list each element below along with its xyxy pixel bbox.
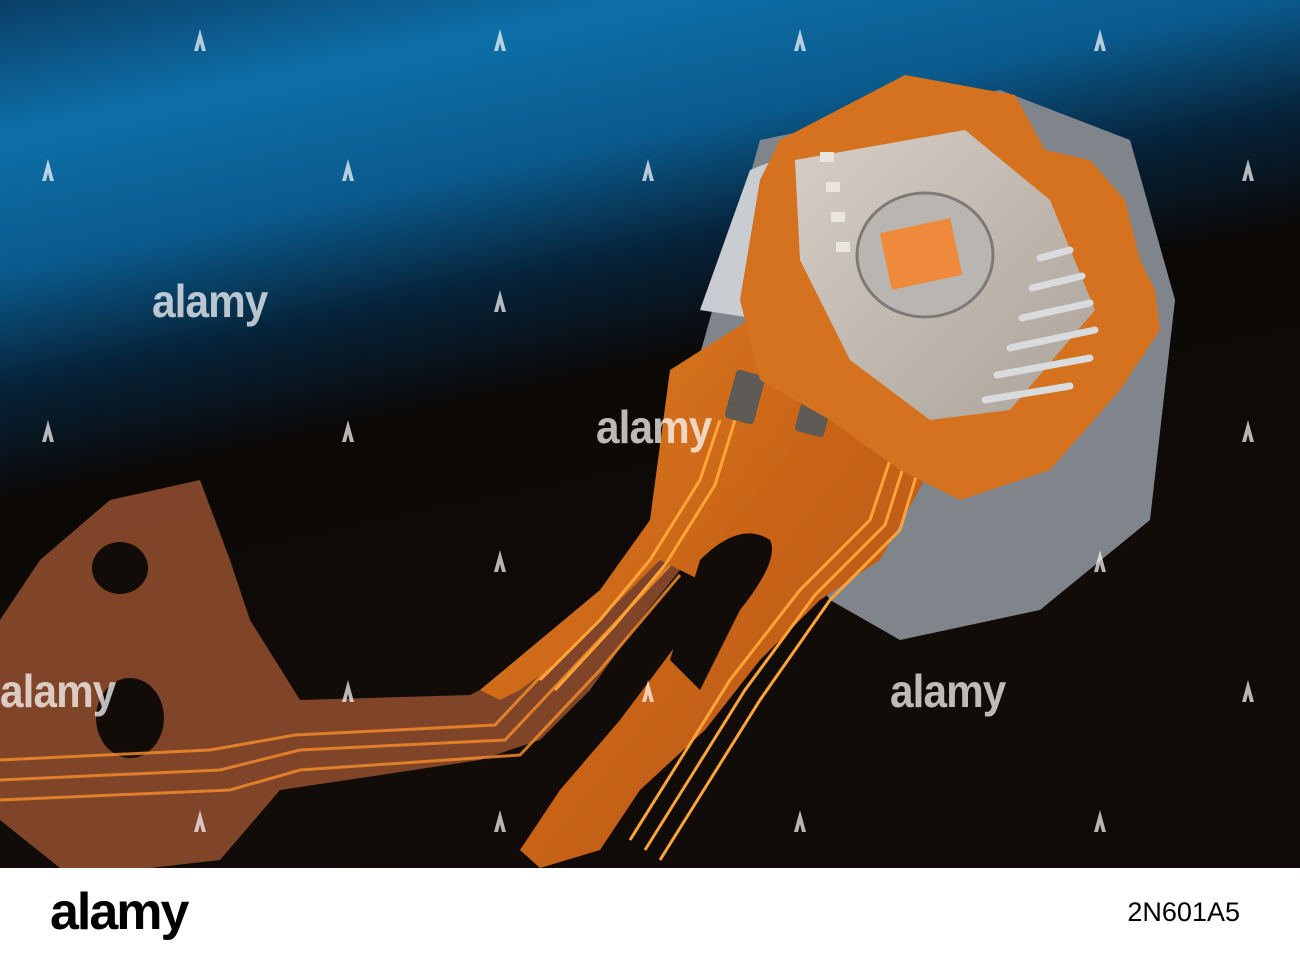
flex-slot — [670, 533, 772, 690]
watermark-mark-icon — [1242, 420, 1254, 442]
flex-hole-upper — [92, 542, 148, 594]
watermark-mark-icon — [1242, 680, 1254, 702]
brand-logo: alamy — [50, 883, 189, 941]
flex-traces-main — [538, 358, 932, 861]
watermark-mark-icon — [342, 420, 354, 442]
watermark-mark-icon — [494, 29, 506, 51]
watermark-mark-icon — [494, 550, 506, 572]
watermark-mark-icon — [342, 159, 354, 181]
watermark-mark-icon — [794, 29, 806, 51]
watermark-mark-icon — [42, 420, 54, 442]
watermark-text: alamy — [152, 275, 268, 327]
watermark-mark-icon — [494, 810, 506, 832]
image-id: 2N601A5 — [1127, 897, 1240, 927]
capacitor-left — [724, 369, 766, 425]
watermark-mark-icon — [1242, 159, 1254, 181]
watermark-mark-icon — [1094, 810, 1106, 832]
pads-left — [820, 152, 850, 252]
photo-artwork — [0, 75, 1175, 868]
watermark-mark-icon — [494, 290, 506, 312]
watermark-mark-icon — [1094, 550, 1106, 572]
chip-pins — [981, 246, 1099, 404]
chip-die — [879, 218, 963, 290]
watermark-text: alamy — [890, 665, 1006, 717]
watermark-mark-icon — [1094, 29, 1106, 51]
watermark-mark-icon — [194, 810, 206, 832]
watermark-mark-icon — [42, 159, 54, 181]
watermark-mark-icon — [794, 810, 806, 832]
footer-bar: alamy 2N601A5 — [0, 868, 1300, 956]
watermark-mark-icon — [342, 680, 354, 702]
watermark-text: alamy — [596, 401, 712, 453]
photo: alamy alamy alamy alamy — [0, 0, 1300, 868]
watermark-mark-icon — [642, 159, 654, 181]
watermark-text: alamy — [0, 665, 116, 717]
flex-hole-lower — [96, 678, 164, 758]
watermark-mark-icon — [194, 29, 206, 51]
watermark-mark-icon — [642, 680, 654, 702]
